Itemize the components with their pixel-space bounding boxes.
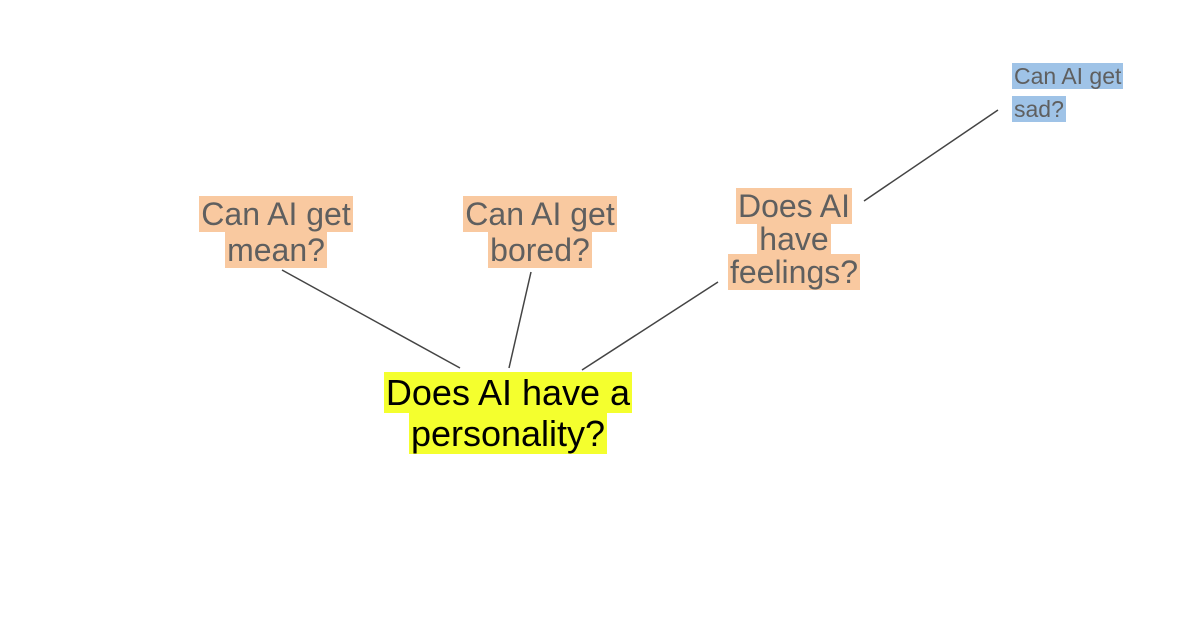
connector-root-feelings [581,281,719,371]
root-node-line1: Does AI have a [383,372,633,413]
connector-root-bored [508,271,532,369]
child-node-bored-line2: bored? [488,232,592,268]
root-node[interactable]: Does AI have a personality? [370,372,646,454]
child-node-mean[interactable]: Can AI get mean? [188,196,364,268]
connector-feelings-sad [863,109,999,202]
child-node-bored-line1: Can AI get [463,196,617,232]
child-node-feelings-line2: have [757,221,831,257]
child-node-feelings-line3: feelings? [727,254,861,290]
leaf-node-sad-line1: Can AI get [1012,63,1124,89]
root-node-line2: personality? [408,413,608,454]
child-node-feelings-line1: Does AI [735,188,853,224]
child-node-mean-line2: mean? [225,232,327,268]
leaf-node-sad[interactable]: Can AI get sad? [1012,60,1142,126]
child-node-mean-line1: Can AI get [199,196,353,232]
connector-root-mean [281,269,461,369]
child-node-feelings[interactable]: Does AI have feelings? [720,188,868,290]
leaf-node-sad-line2: sad? [1012,96,1066,122]
child-node-bored[interactable]: Can AI get bored? [452,196,628,268]
